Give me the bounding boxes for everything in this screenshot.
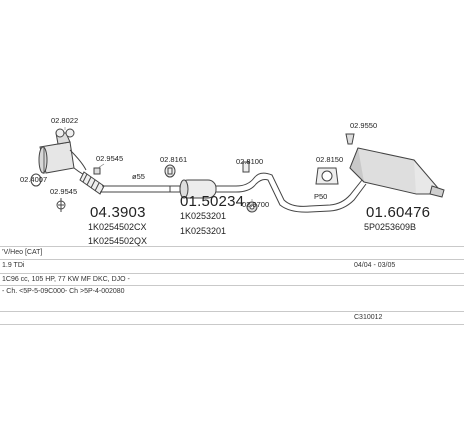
part-label-02-8022: 02.8022	[51, 116, 79, 125]
table-row-chassis: - Ch. <5P-5-09C000- Ch >5P-4-002080	[0, 285, 464, 298]
chassis-text: - Ch. <5P-5-09C000- Ch >5P-4-002080	[2, 288, 125, 295]
part-ref-mid-2: 1K0253201	[180, 226, 227, 236]
part-label-02-8150: 02.8150	[316, 155, 344, 164]
table-row-model: ’V/Heo [CAT]	[0, 246, 464, 259]
middle-silencer	[179, 179, 217, 199]
part-label-02-4007: 02.4007	[20, 175, 48, 184]
year-range: 04/04 - 03/05	[354, 262, 396, 269]
table-row-code: C310012	[0, 311, 464, 325]
pipe-diameter-front: ø55	[132, 172, 145, 181]
table-row-spec: 1C96 cc, 105 HP, 77 KW MF DKC, DJO -	[0, 273, 464, 286]
pipe-diameter-mid: P50	[314, 192, 328, 201]
catalytic-converter	[38, 132, 93, 179]
gasket-02-4007	[30, 173, 42, 187]
mid-pipe	[216, 172, 367, 213]
bolt-02-9545-b	[56, 198, 66, 212]
bolt-02-9545-a	[93, 167, 101, 175]
part-label-02-8100: 02.8100	[236, 157, 264, 166]
engine-text: 1.9 TDi	[2, 262, 25, 269]
spec-text: 1C96 cc, 105 HP, 77 KW MF DKC, DJO -	[2, 276, 130, 283]
part-number-rear-silencer: 01.60476	[366, 204, 431, 221]
clamp-02-8161	[164, 164, 176, 178]
table-row-engine: 1.9 TDi 04/04 - 03/05	[0, 259, 464, 272]
exhaust-system-diagram	[30, 127, 445, 213]
hanger-02-9550	[345, 133, 355, 145]
part-number-catalyst: 04.3903	[90, 204, 146, 221]
flex-joint	[79, 171, 105, 195]
leader-lines	[64, 127, 253, 202]
part-label-02-9550: 02.9550	[350, 121, 378, 130]
clamp-02-8022	[55, 128, 75, 138]
part-label-02-8161: 02.8161	[160, 155, 188, 164]
part-label-02-9545-b: 02.9545	[50, 187, 78, 196]
part-ref-mid-1: 1K0253201	[180, 211, 227, 221]
model-text: ’V/Heo [CAT]	[2, 249, 43, 256]
front-pipe	[100, 185, 180, 193]
part-ref-catalyst-1: 1K0254502CX	[88, 222, 147, 232]
part-label-02-9700: 02.9700	[242, 200, 270, 209]
rear-silencer	[349, 147, 445, 198]
part-ref-catalyst-2: 1K0254502QX	[88, 236, 148, 246]
part-ref-rear-1: 5P0253609B	[364, 222, 417, 232]
clamp-02-8150	[315, 167, 339, 185]
part-number-mid-silencer: 01.50234	[180, 193, 245, 210]
part-label-02-9545-a: 02.9545	[96, 154, 124, 163]
catalog-code: C310012	[354, 314, 383, 321]
